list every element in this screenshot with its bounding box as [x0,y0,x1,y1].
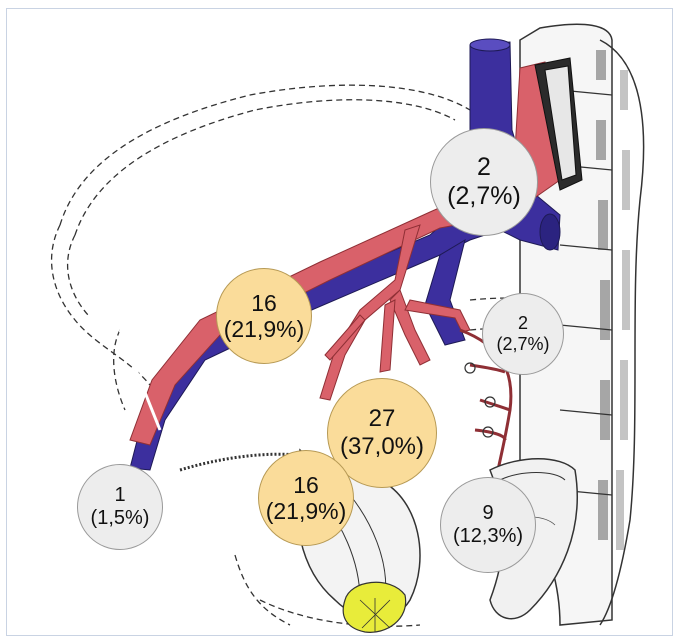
stat-percentage: (2,7%) [447,182,521,211]
stat-count: 16 [251,290,277,316]
bladder-neck-yellow [343,582,405,632]
stat-percentage: (21,9%) [224,316,305,342]
stat-percentage: (21,9%) [266,498,347,524]
stat-count: 2 [518,313,528,334]
stat-bubble: 1 (1,5%) [77,464,163,550]
stat-bubble: 16 (21,9%) [216,268,312,364]
stat-count: 2 [477,153,491,182]
stat-bubble: 16 (21,9%) [258,450,354,546]
stat-percentage: (1,5%) [91,507,150,530]
stat-count: 1 [114,484,125,507]
stat-count: 16 [293,472,319,498]
stat-percentage: (2,7%) [496,334,549,355]
stat-bubble: 2 (2,7%) [430,128,538,236]
stat-bubble: 9 (12,3%) [440,477,536,573]
stat-count: 27 [369,405,396,433]
stat-percentage: (12,3%) [453,525,523,548]
stat-count: 9 [482,502,493,525]
stat-percentage: (37,0%) [340,433,424,461]
stat-bubble: 2 (2,7%) [482,293,564,375]
